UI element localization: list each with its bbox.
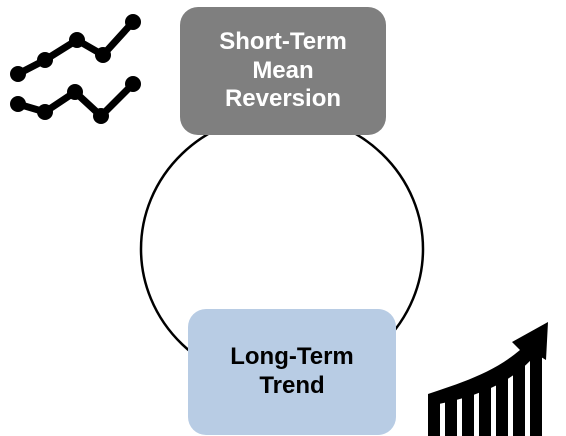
long-term-trend-box: Long-Term Trend <box>188 309 396 435</box>
zigzag-lines-icon <box>10 14 141 124</box>
top-box-line-3: Reversion <box>224 85 342 113</box>
bottom-box-line-2: Trend <box>259 372 325 399</box>
growth-bar-chart-arrow-icon <box>428 322 548 436</box>
top-box-line-2: Mean <box>252 56 314 84</box>
short-term-mean-reversion-box: Short-Term Mean Reversion <box>180 7 386 135</box>
top-box-line-1: Short-Term <box>219 27 347 55</box>
bottom-box-line-1: Long-Term <box>230 343 354 371</box>
